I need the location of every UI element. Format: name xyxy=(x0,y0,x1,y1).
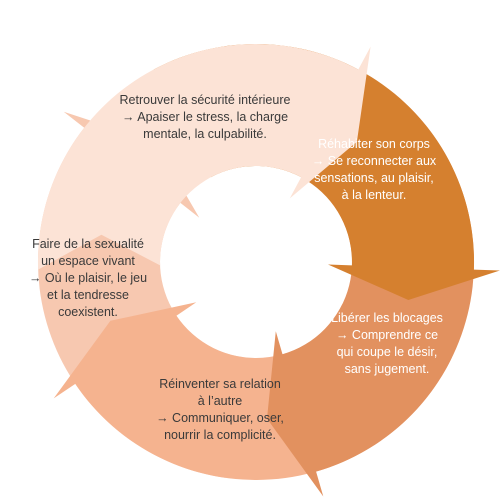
segment-securite-line-3: mentale, la culpabilité. xyxy=(143,127,267,141)
segment-corps-line-1: Réhabiter son corps xyxy=(318,137,430,151)
segment-corps-line-3: sensations, au plaisir, xyxy=(314,171,434,185)
segment-blocages-line-2: → Comprendre ce xyxy=(335,328,439,342)
segment-relation-line-1: Réinventer sa relation xyxy=(159,377,281,391)
segment-securite-line-2: → Apaiser le stress, la charge xyxy=(121,110,289,124)
segment-blocages-text: Libérer les blocages → Comprendre ce qui… xyxy=(312,310,462,378)
segment-sexualite-line-2: un espace vivant xyxy=(41,254,135,268)
segment-corps-line-4: à la lenteur. xyxy=(341,188,407,202)
segment-blocages-line-1: Libérer les blocages xyxy=(331,311,443,325)
segment-blocages-line-4: sans jugement. xyxy=(344,362,430,376)
segment-sexualite-line-1: Faire de la sexualité xyxy=(32,237,144,251)
segment-sexualite-line-4: et la tendresse xyxy=(47,288,129,302)
segment-blocages-line-3: qui coupe le désir, xyxy=(336,345,438,359)
arrow-segment-securite xyxy=(37,43,371,270)
segment-corps-line-2: → Se reconnecter aux xyxy=(311,154,437,168)
segment-securite-text: Retrouver la sécurité intérieure → Apais… xyxy=(92,92,318,143)
segment-relation-line-4: nourrir la complicité. xyxy=(164,428,276,442)
segment-relation-line-3: → Communiquer, oser, xyxy=(156,411,284,425)
segment-sexualite-line-5: coexistent. xyxy=(58,305,118,319)
segment-securite-line-1: Retrouver la sécurité intérieure xyxy=(119,93,291,107)
segment-relation-line-2: à l’autre xyxy=(197,394,243,408)
segment-sexualite-line-3: → Où le plaisir, le jeu xyxy=(28,271,148,285)
segment-corps-text: Réhabiter son corps → Se reconnecter aux… xyxy=(294,136,454,204)
segment-sexualite-text: Faire de la sexualité un espace vivant →… xyxy=(12,236,164,321)
segment-relation-text: Réinventer sa relation à l’autre → Commu… xyxy=(122,376,318,444)
